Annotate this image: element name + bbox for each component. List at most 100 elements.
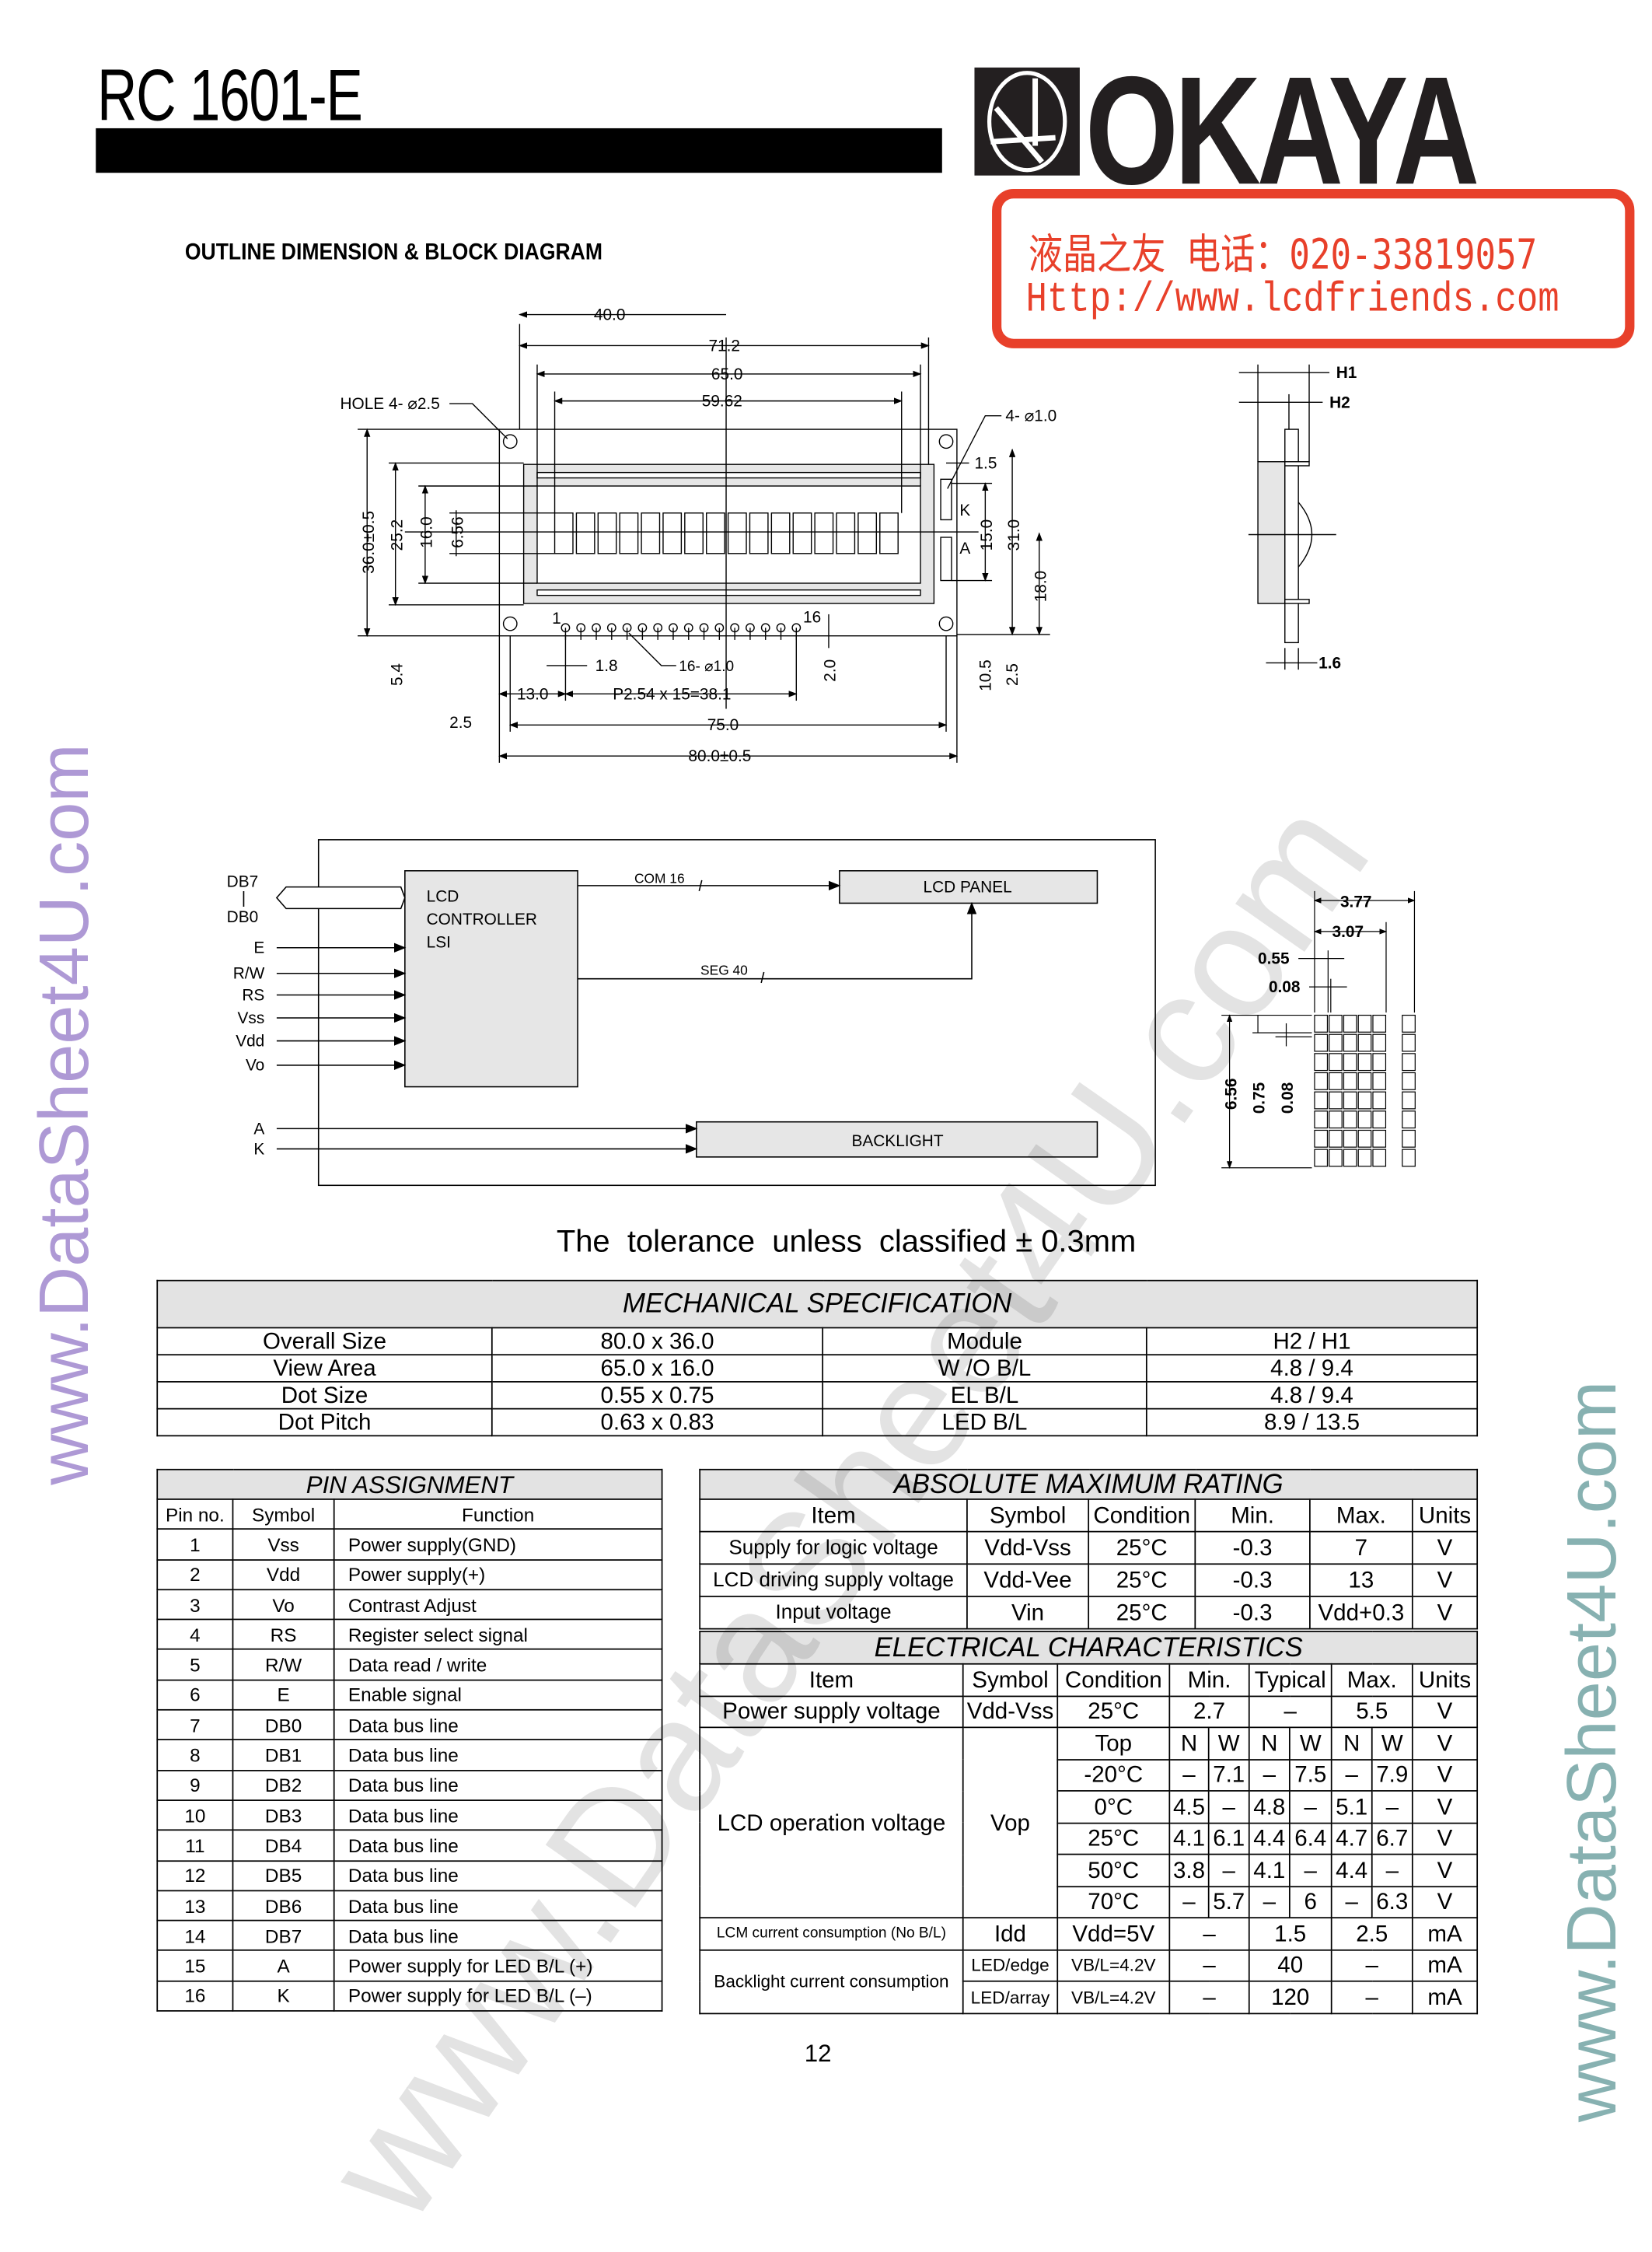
- table-cell: Vdd=5V: [1057, 1917, 1171, 1950]
- table-cell: Top: [1057, 1726, 1171, 1761]
- table-cell: 4.1: [1248, 1853, 1291, 1887]
- table-cell: 9: [156, 1769, 234, 1801]
- table-cell: VB/L=4.2V: [1057, 1949, 1171, 1982]
- table-cell: Supply for logic voltage: [699, 1530, 968, 1565]
- table-cell: –: [1371, 1853, 1413, 1887]
- table-cell: 3: [156, 1589, 234, 1621]
- table-cell: 25°C: [1057, 1694, 1171, 1729]
- table-cell: V: [1411, 1596, 1479, 1630]
- table-cell: 80.0 x 36.0: [491, 1327, 824, 1356]
- dot: [1372, 1110, 1387, 1129]
- input-vo: Vo: [246, 1057, 264, 1075]
- table-cell: –: [1207, 1853, 1250, 1887]
- dot: [1402, 1014, 1416, 1033]
- lcd-panel-box: [839, 870, 1098, 904]
- side-view-labels: H1 H2 1.6: [1318, 364, 1357, 672]
- dot: [1314, 1033, 1329, 1052]
- dim-1-6: 1.6: [1318, 654, 1341, 672]
- dot: [1329, 1053, 1343, 1072]
- column-header: Units: [1411, 1498, 1479, 1533]
- dim-0-08-h: 0.08: [1269, 978, 1301, 996]
- table-cell: LCM current consumption (No B/L): [699, 1917, 964, 1950]
- controller-label-1: LCD: [427, 888, 459, 906]
- table-cell: Power supply for LED B/L (+): [333, 1950, 663, 1982]
- table-cell: 6.1: [1207, 1821, 1250, 1855]
- table-cell: V: [1411, 1758, 1479, 1792]
- dot: [1314, 1091, 1329, 1110]
- input-vdd: Vdd: [236, 1032, 264, 1050]
- side-view: [1238, 364, 1336, 670]
- table-cell: 5: [156, 1649, 234, 1681]
- table-cell: LED B/L: [822, 1408, 1147, 1437]
- input-k: K: [253, 1140, 264, 1158]
- table-cell: 4.4: [1248, 1821, 1291, 1855]
- pin-hole-label: 4- ⌀1.0: [1005, 407, 1057, 425]
- pins-label: 16- ⌀1.0: [679, 659, 734, 675]
- abs-max-title: ABSOLUTE MAXIMUM RATING: [699, 1468, 1479, 1500]
- table-cell: W: [1288, 1726, 1332, 1761]
- controller-label-2: CONTROLLER: [427, 911, 537, 928]
- table-cell: 4.1: [1168, 1821, 1210, 1855]
- column-header: Min.: [1168, 1663, 1250, 1697]
- stamp-url: Http://www.lcdfriends.com: [1025, 276, 1559, 324]
- column-header: Min.: [1194, 1498, 1311, 1533]
- table-cell: –: [1248, 1758, 1291, 1792]
- title-bar: [96, 128, 942, 173]
- dot: [1357, 1129, 1372, 1148]
- pin-title: PIN ASSIGNMENT: [156, 1468, 663, 1500]
- dot: [1314, 1072, 1329, 1090]
- table-cell: –: [1330, 1758, 1373, 1792]
- table-cell: W /O B/L: [822, 1354, 1147, 1383]
- table-cell: 7: [156, 1709, 234, 1741]
- dim-31: 31.0: [1005, 519, 1023, 551]
- dot: [1329, 1033, 1343, 1052]
- table-cell: 120: [1248, 1980, 1332, 2014]
- table-cell: EL B/L: [822, 1381, 1147, 1410]
- table-cell: 7.9: [1371, 1758, 1413, 1792]
- table-cell: Vdd-Vss: [962, 1694, 1059, 1729]
- column-header: Max.: [1309, 1498, 1413, 1533]
- table-cell: 4: [156, 1618, 234, 1651]
- table-cell: Register select signal: [333, 1618, 663, 1651]
- outline-drawing: 40.0 71.2 65.0 59.62 HOLE 4- ⌀2.5 4- ⌀1.…: [227, 306, 1416, 1187]
- table-cell: 7.1: [1207, 1758, 1250, 1792]
- data-bus-arrow: [275, 886, 406, 910]
- table-cell: –: [1207, 1790, 1250, 1824]
- dot: [1329, 1091, 1343, 1110]
- character-cells: [554, 512, 899, 554]
- com-label: COM 16: [634, 870, 685, 886]
- page-number: 12: [804, 2040, 832, 2067]
- table-cell: K: [232, 1980, 335, 2012]
- table-cell: 25°C: [1088, 1530, 1196, 1565]
- db7-label: DB7: [227, 873, 259, 891]
- dot: [1372, 1014, 1387, 1033]
- table-cell: N: [1248, 1726, 1291, 1761]
- table-cell: -0.3: [1194, 1530, 1311, 1565]
- dot: [1402, 1091, 1416, 1110]
- input-vss: Vss: [238, 1009, 265, 1027]
- dot: [1372, 1053, 1387, 1072]
- dim-36: 36.0±0.5: [360, 511, 378, 574]
- input-rs: RS: [242, 986, 264, 1004]
- table-cell: DB0: [232, 1709, 335, 1741]
- table-cell: mA: [1411, 1949, 1479, 1982]
- dot: [1343, 1033, 1357, 1052]
- dot: [1329, 1014, 1343, 1033]
- bus-bar: |: [242, 889, 246, 907]
- dot: [1357, 1091, 1372, 1110]
- table-cell: 6: [156, 1679, 234, 1711]
- dot: [1357, 1053, 1372, 1072]
